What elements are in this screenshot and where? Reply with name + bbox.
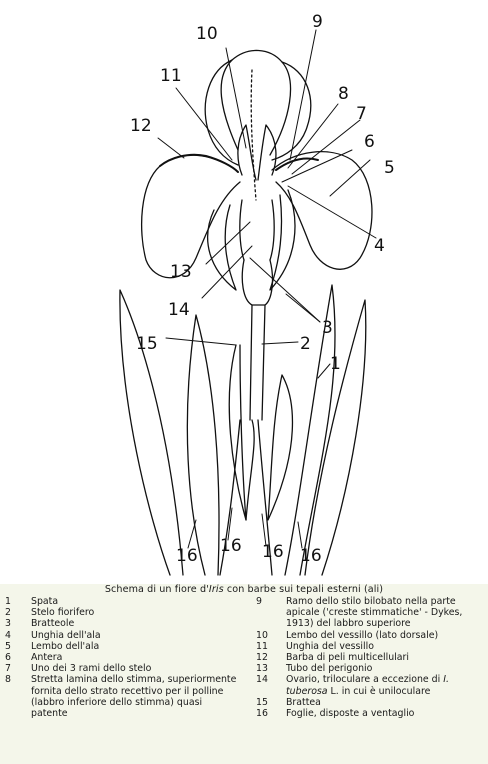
legend-text: Stretta lamina dello stimma, superiormen… <box>31 674 241 719</box>
standard-right <box>272 62 311 160</box>
callout-14: 14 <box>168 302 190 319</box>
legend-number: 5 <box>5 641 31 652</box>
legend-number: 14 <box>256 674 286 696</box>
callout-11: 11 <box>160 68 182 85</box>
callout-10: 10 <box>196 26 218 43</box>
standard-midrib <box>251 70 256 200</box>
legend-text: Bratteole <box>31 618 241 629</box>
figure-caption: Schema di un fiore d'Iris con barbe sui … <box>0 584 488 595</box>
fall-right <box>272 152 372 270</box>
standard-center <box>221 50 290 155</box>
callout-16d: 16 <box>300 548 322 565</box>
callout-16c: 16 <box>262 544 284 561</box>
legend-text: Spata <box>31 596 241 607</box>
legend-number: 10 <box>256 630 286 641</box>
legend-number: 13 <box>256 663 286 674</box>
callout-2: 2 <box>300 336 311 353</box>
caption-suffix: con barbe sui tepali esterni (ali) <box>224 584 383 595</box>
legend-text: Unghia del vessillo <box>286 641 488 652</box>
legend-text: Antera <box>31 652 241 663</box>
caption-prefix: Schema di un fiore d' <box>105 584 209 595</box>
legend-text: Foglie, disposte a ventaglio <box>286 708 488 719</box>
beard-left <box>160 155 238 172</box>
fall-left <box>142 155 240 278</box>
callout-7: 7 <box>356 106 367 123</box>
iris-flower-illustration: 10 9 11 8 7 12 6 5 13 4 14 3 15 2 1 16 1… <box>0 0 488 584</box>
legend-number: 2 <box>5 607 31 618</box>
legend-text-part: Ovario, triloculare a eccezione di <box>286 674 443 685</box>
style-branches <box>238 125 276 180</box>
callout-1: 1 <box>330 356 341 373</box>
legend-number: 11 <box>256 641 286 652</box>
legend-number: 9 <box>256 596 286 630</box>
perianth-tube <box>240 200 274 260</box>
callout-16a: 16 <box>176 548 198 565</box>
legend-number: 12 <box>256 652 286 663</box>
legend-text: Barba di peli multicellulari <box>286 652 488 663</box>
leader-lines <box>158 30 376 548</box>
legend-text: Lembo del vessillo (lato dorsale) <box>286 630 488 641</box>
legend-text: Lembo dell'ala <box>31 641 241 652</box>
legend-text: Brattea <box>286 697 488 708</box>
legend-number: 15 <box>256 697 286 708</box>
callout-13: 13 <box>170 264 192 281</box>
callout-16b: 16 <box>220 538 242 555</box>
legend-number: 8 <box>5 674 31 719</box>
legend-text: Tubo del perigonio <box>286 663 488 674</box>
legend-text: Unghia dell'ala <box>31 630 241 641</box>
legend-text-part: L. in cui è uniloculare <box>328 686 431 697</box>
caption-genus: Iris <box>209 584 224 595</box>
legend-number: 1 <box>5 596 31 607</box>
legend-text: Stelo fiorifero <box>31 607 241 618</box>
iris-drawing <box>0 0 488 584</box>
legend-number: 3 <box>5 618 31 629</box>
legend-text: Ovario, triloculare a eccezione di I. tu… <box>286 674 488 696</box>
legend-text: Ramo dello stilo bilobato nella parte ap… <box>286 596 488 630</box>
callout-4: 4 <box>374 238 385 255</box>
legend-number: 16 <box>256 708 286 719</box>
legend-text: Uno dei 3 rami dello stelo <box>31 663 241 674</box>
legend-number: 4 <box>5 630 31 641</box>
legend-number: 6 <box>5 652 31 663</box>
callout-3: 3 <box>322 320 333 337</box>
callout-15: 15 <box>136 336 158 353</box>
callout-5: 5 <box>384 160 395 177</box>
legend-number: 7 <box>5 663 31 674</box>
standard-left <box>205 60 238 165</box>
stem <box>250 305 265 420</box>
callout-9: 9 <box>312 14 323 31</box>
callout-6: 6 <box>364 134 375 151</box>
callout-8: 8 <box>338 86 349 103</box>
ovary <box>242 260 272 305</box>
callout-12: 12 <box>130 118 152 135</box>
